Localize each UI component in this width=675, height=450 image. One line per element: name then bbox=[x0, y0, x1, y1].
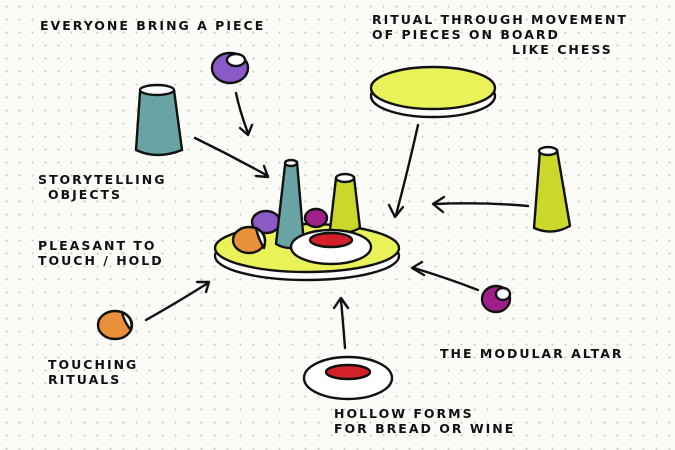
arrows bbox=[144, 91, 530, 350]
purple-orb-piece bbox=[210, 51, 250, 85]
label-ritual-through-movement: RITUAL THROUGH MOVEMENT OF PIECES ON BOA… bbox=[372, 12, 628, 57]
orange-orb-piece bbox=[96, 309, 134, 341]
magenta-orb-piece bbox=[480, 284, 512, 314]
label-touching-rituals: TOUCHING RITUALS bbox=[48, 357, 139, 387]
label-pleasant-to-touch: PLEASANT TO TOUCH / HOLD bbox=[38, 238, 164, 268]
label-everyone-bring-a-piece: EVERYONE BRING A PIECE bbox=[40, 18, 266, 33]
hollow-bowl-piece bbox=[302, 355, 394, 401]
modular-altar bbox=[213, 158, 401, 282]
teal-cylinder-piece bbox=[134, 83, 184, 157]
yellow-disc-board bbox=[369, 65, 497, 119]
lime-cylinder-piece bbox=[532, 145, 572, 233]
label-modular-altar: THE MODULAR ALTAR bbox=[440, 346, 624, 361]
label-hollow-forms: HOLLOW FORMS FOR BREAD OR WINE bbox=[334, 406, 516, 436]
label-storytelling-objects: STORYTELLING OBJECTS bbox=[38, 172, 167, 202]
